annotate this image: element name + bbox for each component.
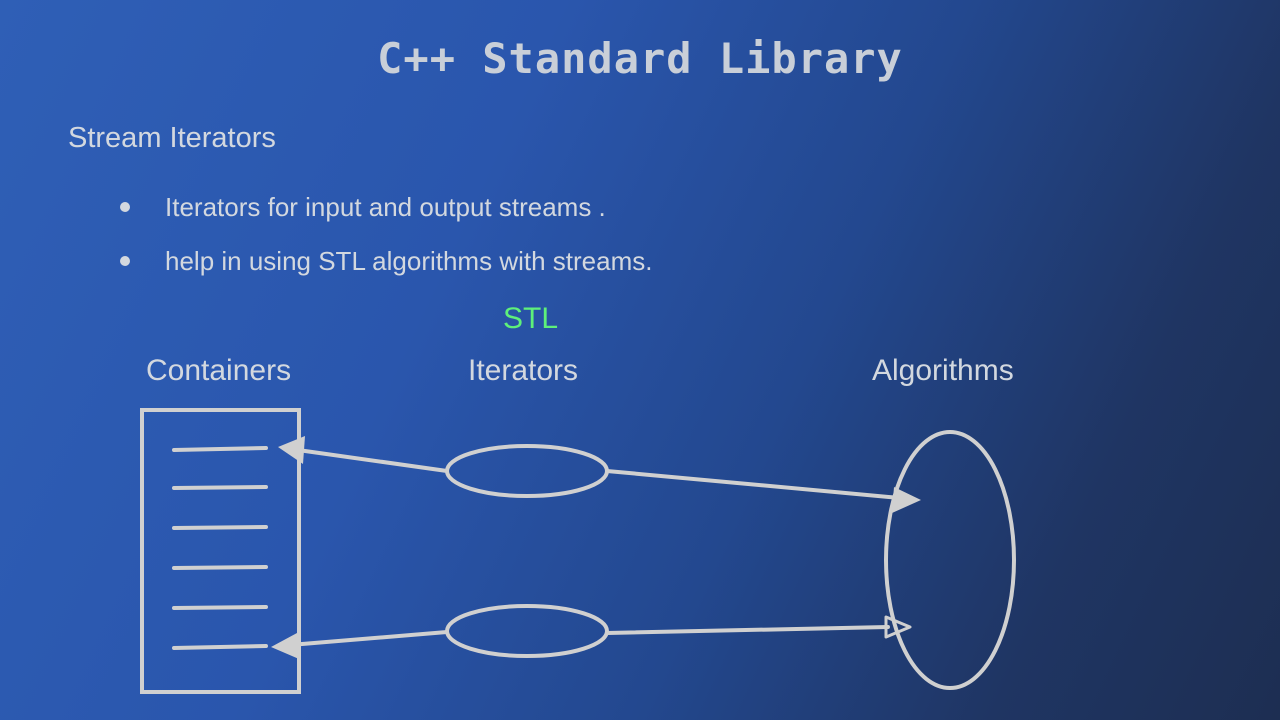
container-element-line: [172, 525, 268, 530]
container-element-line: [172, 565, 268, 570]
arrowhead-icon: [278, 436, 305, 464]
arrowhead-outline-icon: [884, 615, 912, 639]
bullet-dot-icon: [120, 256, 130, 266]
arrow-iterator-to-algorithms-bottom: [605, 625, 890, 635]
section-subtitle: Stream Iterators: [68, 122, 276, 154]
containers-label: Containers: [146, 354, 292, 387]
arrow-iterator-to-algorithms-top: [605, 469, 902, 500]
algorithms-ellipse: [884, 430, 1016, 690]
algorithms-label: Algorithms: [872, 354, 1014, 387]
container-element-line: [172, 605, 268, 610]
container-element-line: [172, 485, 268, 490]
arrowhead-icon: [271, 633, 299, 659]
container-element-line: [172, 644, 268, 650]
bullet-dot-icon: [120, 202, 130, 212]
container-box: [140, 408, 301, 694]
container-element-line: [172, 446, 268, 452]
arrowhead-icon: [892, 487, 921, 513]
slide-title: C++ Standard Library: [377, 34, 903, 83]
arrow-iterator-to-container-bottom: [288, 630, 449, 647]
arrow-iterator-to-container-top: [296, 448, 449, 473]
bullet-text: Iterators for input and output streams .: [165, 192, 606, 222]
iterator-ellipse-bottom: [445, 604, 609, 658]
bullet-text: help in using STL algorithms with stream…: [165, 246, 653, 276]
iterator-ellipse-top: [445, 444, 609, 498]
iterators-label: Iterators: [468, 354, 579, 387]
stl-heading: STL: [503, 302, 559, 335]
